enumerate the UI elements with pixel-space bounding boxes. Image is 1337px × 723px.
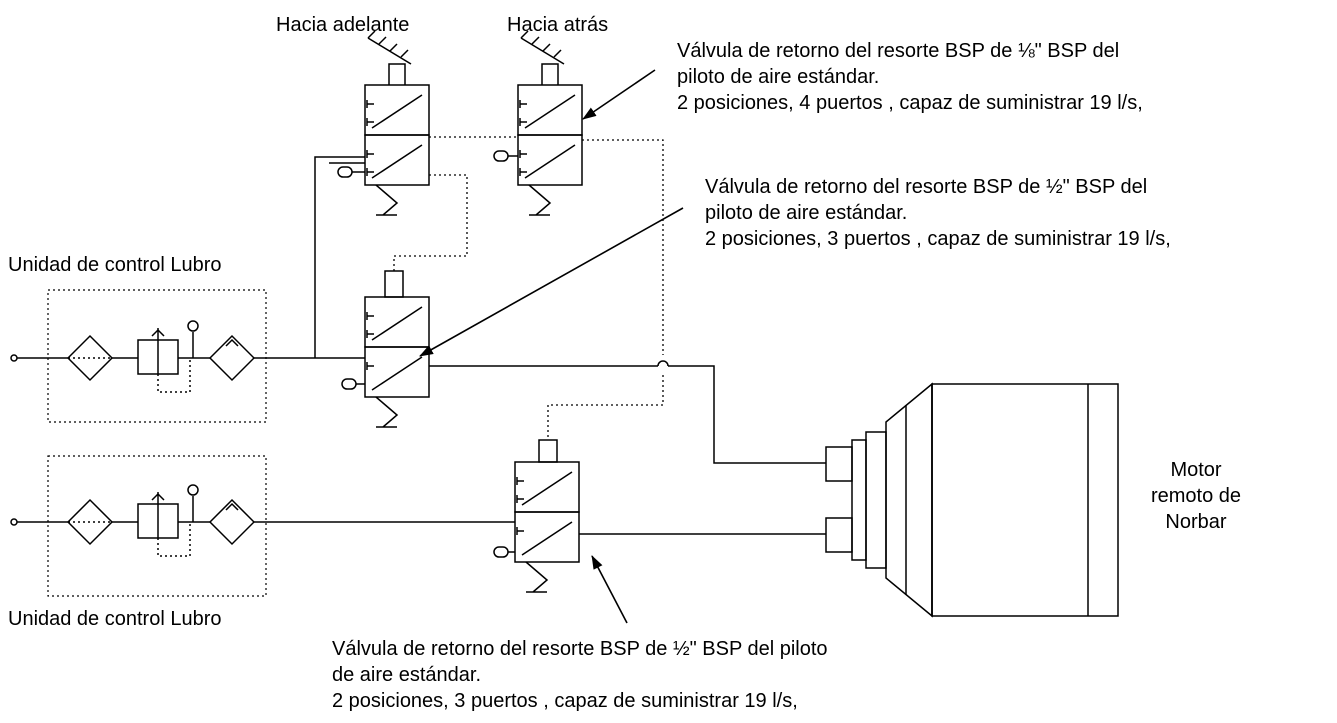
pressure-regulator-icon (137, 492, 179, 539)
annotation-line: 2 posiciones, 3 puertos , capaz de sumin… (705, 228, 1171, 250)
label-forward: Hacia adelante (276, 14, 410, 36)
lubricator-icon (208, 334, 256, 382)
label-motor: Motor remoto de Norbar (1140, 457, 1252, 535)
motor-line: Motor (1170, 459, 1222, 481)
lubro-control-unit-top (10, 289, 365, 423)
callout-arrow-valve-middle (419, 207, 684, 357)
annotation-line: de aire estándar. (332, 664, 481, 686)
annotation-line: 2 posiciones, 3 puertos , capaz de sumin… (332, 690, 798, 712)
valve-bottom (493, 439, 580, 593)
annotation-valve-middle: Válvula de retorno del resorte BSP de ½"… (705, 174, 1171, 252)
annotation-valve-bottom: Válvula de retorno del resorte BSP de ½"… (332, 636, 828, 714)
annotation-line: 2 posiciones, 4 puertos , capaz de sumin… (677, 92, 1143, 114)
lubricator-icon (208, 498, 256, 546)
annotation-line: Válvula de retorno del resorte BSP de ½"… (332, 638, 828, 660)
annotation-valve-backward: Válvula de retorno del resorte BSP de ⅛"… (677, 38, 1143, 116)
annotation-line: piloto de aire estándar. (677, 66, 880, 88)
callout-arrows (419, 69, 684, 624)
norbar-motor (825, 382, 1119, 618)
pressure-regulator-icon (137, 328, 179, 375)
annotation-line: piloto de aire estándar. (705, 202, 908, 224)
callout-arrow-valve-bottom (591, 555, 628, 624)
label-lubro-top: Unidad de control Lubro (8, 254, 222, 276)
valve-forward (329, 30, 430, 216)
pressure-gauge-icon (187, 320, 199, 358)
annotation-line: Válvula de retorno del resorte BSP de ½"… (705, 176, 1148, 198)
air-lines (314, 156, 826, 535)
motor-line: remoto de (1150, 485, 1242, 507)
pilot-lines (393, 136, 664, 440)
label-lubro-bottom: Unidad de control Lubro (8, 608, 222, 630)
annotation-line: Válvula de retorno del resorte BSP de ⅛"… (677, 40, 1120, 62)
lubro-control-unit-bottom (10, 455, 515, 597)
callout-arrow-valve-backward (582, 69, 656, 120)
valve-backward (493, 30, 583, 216)
valve-middle (341, 270, 430, 428)
motor-line: Norbar (1165, 511, 1227, 533)
label-backward: Hacia atrás (507, 14, 609, 36)
pressure-gauge-icon (187, 484, 199, 522)
